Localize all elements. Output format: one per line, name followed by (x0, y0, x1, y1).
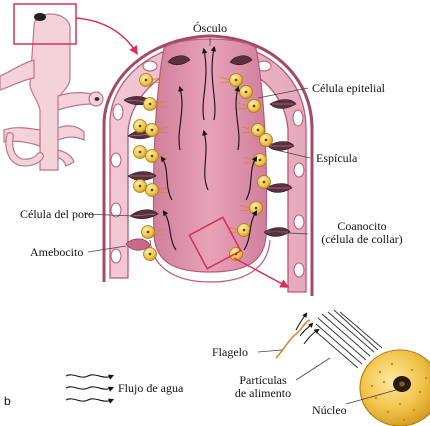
label-flagelo: Flagelo (212, 346, 248, 359)
label-coanocito: Coanocito (célula de collar) (310, 220, 414, 246)
label-osculo: Ósculo (186, 22, 234, 35)
detail-arrow (234, 258, 286, 286)
label-celula-del-poro: Célula del poro (20, 208, 94, 221)
label-amebocito: Amebocito (30, 246, 83, 259)
label-particulas-de-alimento: Partículas de alimento (226, 374, 300, 400)
choanocyte-detail (276, 310, 430, 426)
sponge-overview (0, 13, 103, 170)
label-espicula: Espícula (316, 152, 357, 165)
label-nucleo: Núcleo (312, 404, 347, 417)
label-particulas-line2: de alimento (226, 387, 300, 400)
legend-water-flow-symbol (66, 375, 112, 401)
label-celula-epitelial: Célula epitelial (312, 82, 385, 95)
label-flujo-de-agua: Flujo de agua (118, 382, 183, 395)
panel-letter: b (4, 394, 11, 408)
sponge-cross-section (104, 36, 312, 296)
magnify-arrow (76, 18, 136, 52)
label-coanocito-line2: (célula de collar) (310, 233, 414, 246)
